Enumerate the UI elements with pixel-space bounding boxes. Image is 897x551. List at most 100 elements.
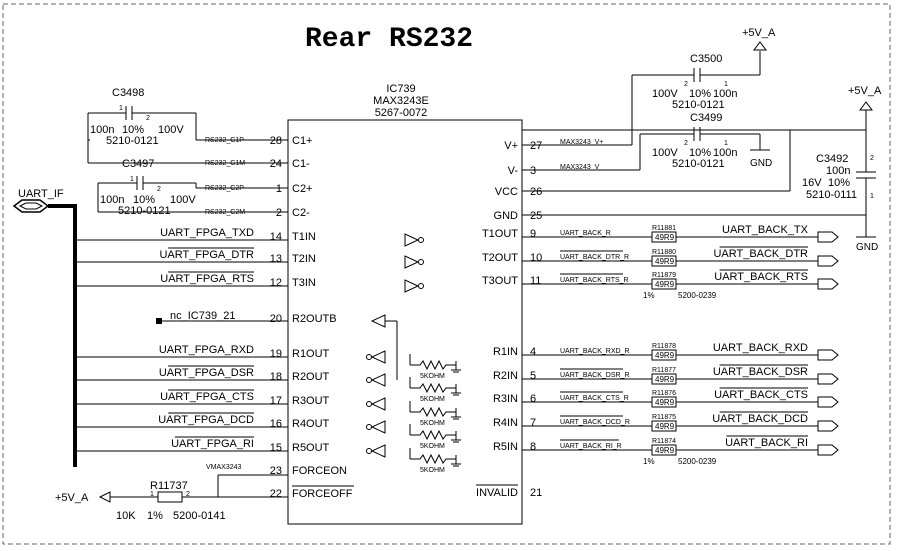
pulldown-resistor-icon — [410, 382, 456, 394]
c3492-pin1: 1 — [870, 193, 874, 200]
c3499-volt: 100V — [652, 147, 678, 159]
pulldown-label: 5KOHM — [420, 443, 445, 450]
out-net-label: UART_BACK_CTS — [714, 389, 808, 401]
back-net-label: UART_BACK_RXD_R — [560, 348, 630, 355]
left-pin-number: 15 — [270, 442, 282, 454]
right-pin-number: 25 — [530, 210, 542, 222]
off-page-port — [817, 396, 839, 408]
c3497-pn: 5210-0121 — [118, 205, 171, 217]
off-page-port — [817, 255, 839, 267]
c3497-tol: 10% — [133, 194, 155, 206]
series-resistor-ref: R11875 — [652, 414, 676, 421]
right-pin-name: INVALID — [476, 487, 518, 499]
bus-port-inner — [18, 202, 44, 210]
right-pin-name: V- — [508, 165, 519, 177]
c3498-tol: 10% — [122, 124, 144, 136]
fpga-net-label: UART_FPGA_RI — [171, 438, 254, 450]
c3500-val: 100n — [713, 88, 737, 100]
series-resistor-value: 49R9 — [655, 257, 675, 266]
out-net-label: UART_BACK_TX — [722, 224, 809, 236]
uart-if-port: UART_IF — [12, 188, 77, 467]
series-resistor-value: 49R9 — [655, 446, 675, 455]
left-pin-number: 13 — [270, 253, 282, 265]
c3498-pin1: 1 — [119, 105, 123, 112]
series-resistor-value: 49R9 — [655, 422, 675, 431]
series-resistors: UART_BACK_RR1188149R9UART_BACK_TXUART_BA… — [522, 224, 839, 466]
right-pin-name: GND — [494, 210, 519, 222]
supply-net-label: MAX3243_V — [560, 164, 600, 171]
c3498-val: 100n — [90, 124, 114, 136]
c3500-volt: 100V — [652, 88, 678, 100]
off-page-port — [817, 444, 839, 456]
left-pin-name: T3IN — [292, 277, 316, 289]
c3500-pn: 5210-0121 — [672, 99, 725, 111]
left-pin-number: 19 — [270, 348, 282, 360]
left-pin-name: T1IN — [292, 231, 316, 243]
ic-ref: IC739 — [386, 83, 415, 95]
c3492-pn: 5210-0111 — [806, 189, 857, 201]
left-pin-number: 24 — [270, 158, 282, 170]
fpga-net-label: UART_FPGA_RTS — [160, 273, 254, 285]
rx-receiver-bubble — [366, 401, 372, 407]
left-pin-name: FORCEOFF — [292, 488, 353, 500]
cap-c3498: C3498 1 2 100n 10% 100V 5210-0121 — [87, 87, 288, 164]
back-net-label: UART_BACK_CTS_R — [560, 395, 629, 402]
left-pin-name: C2- — [292, 207, 310, 219]
pulldown-label: 5KOHM — [420, 373, 445, 380]
c3500-tol: 10% — [689, 88, 711, 100]
c3492-val: 100n — [826, 165, 850, 177]
left-pin-name: FORCEON — [292, 465, 347, 477]
c3497-pin2: 2 — [157, 186, 161, 193]
tx-driver-icon — [404, 233, 420, 247]
right-pin-number: 27 — [530, 140, 542, 152]
fpga-net-label: UART_FPGA_TXD — [160, 227, 254, 239]
back-net-label: UART_BACK_RI_R — [560, 443, 622, 450]
tx-driver-bubble — [418, 237, 424, 243]
power-section: +5V_A C3500 2 1 100V 10% 100n 5210-0121 … — [522, 27, 882, 253]
out-net-label: UART_BACK_DSR — [713, 366, 808, 378]
left-pin-number: 22 — [270, 488, 282, 500]
series-resistor-ref: R11876 — [652, 390, 676, 397]
c3499-pin2: 2 — [684, 140, 688, 147]
c3499-pn: 5210-0121 — [672, 158, 725, 170]
pulldown-resistor-icon — [410, 359, 456, 371]
series-resistor-ref: R11874 — [652, 438, 676, 445]
off-page-port — [817, 373, 839, 385]
c3497-pin1: 1 — [130, 176, 134, 183]
pulldown-resistor-icon — [410, 429, 456, 441]
series-resistor-value: 49R9 — [655, 398, 675, 407]
c3500-pin2: 2 — [684, 81, 688, 88]
series-resistor-ref: R11877 — [652, 367, 676, 374]
vcc-arrow-c3500 — [753, 41, 767, 51]
right-pin-name: T2OUT — [482, 252, 518, 264]
fpga-net-label: UART_FPGA_RXD — [159, 344, 254, 356]
right-pin-name: R3IN — [493, 393, 518, 405]
pulldown-label: 5KOHM — [420, 420, 445, 427]
c3499-val: 100n — [713, 147, 737, 159]
series-footer-pn: 5200-0239 — [678, 291, 717, 300]
r11737-pin1: 1 — [150, 491, 154, 498]
left-pin-name: T2IN — [292, 253, 316, 265]
out-net-label: UART_BACK_RTS — [714, 271, 808, 283]
c3497-volt: 100V — [170, 194, 196, 206]
off-page-port — [817, 349, 839, 361]
rx-receiver-bubble — [366, 424, 372, 430]
left-pin-name: R3OUT — [292, 395, 330, 407]
right-pin-number: 6 — [530, 393, 536, 405]
back-net-label: UART_BACK_DTR_R — [560, 254, 629, 261]
c3499-gnd-label: GND — [750, 158, 772, 169]
c3499-ref: C3499 — [690, 112, 722, 124]
rx-receiver-bubble — [366, 448, 372, 454]
c3492-gnd-label: GND — [856, 242, 878, 253]
c3498-pin2: 2 — [146, 115, 150, 122]
rx-receiver-icon — [370, 397, 386, 411]
left-pin-number: 16 — [270, 418, 282, 430]
pulldown-resistor-icon — [410, 406, 456, 418]
right-pin-number: 10 — [530, 252, 542, 264]
ic-pn: 5267-0072 — [375, 107, 428, 119]
right-pin-number: 9 — [530, 228, 536, 240]
right-pin-number: 11 — [530, 275, 541, 287]
series-resistor-ref: R11879 — [652, 272, 676, 279]
